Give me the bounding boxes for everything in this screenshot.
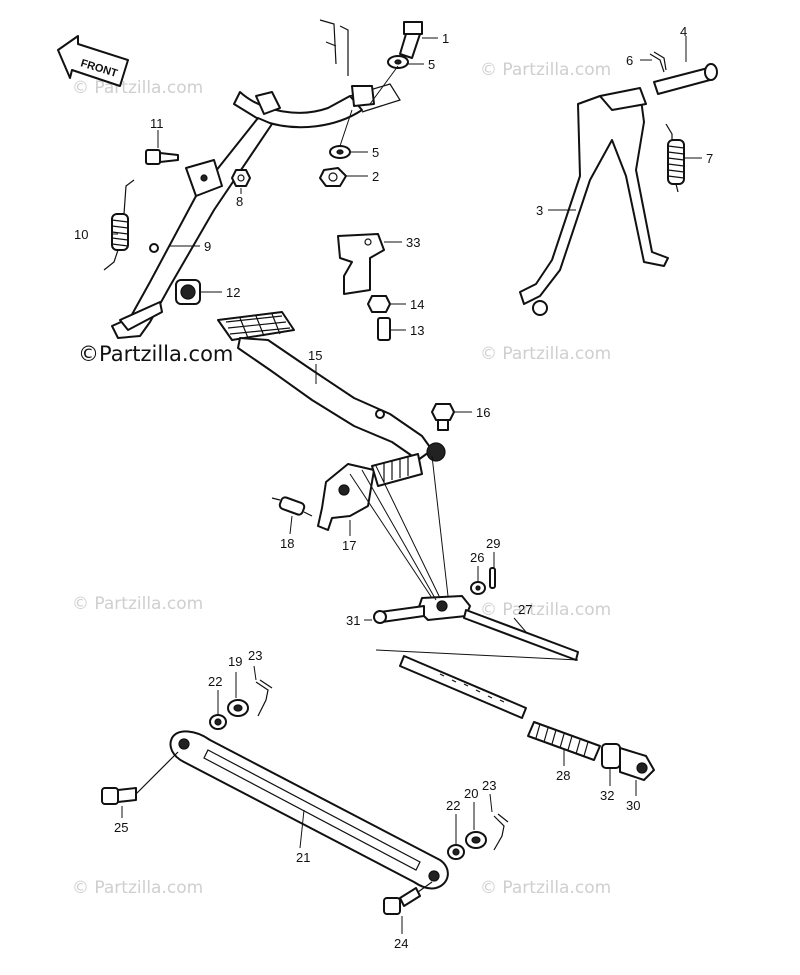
callout-12: 12 [226,285,240,300]
nut-2-icon [319,167,347,187]
watermark: © Partzilla.com [72,78,204,98]
callout-1: 1 [442,31,449,46]
callout-23-lower: 23 [482,778,496,793]
washer-26-icon [470,581,486,595]
pin-4-icon [653,63,718,95]
cotter-pin-6-icon [649,51,667,73]
callout-9: 9 [204,239,211,254]
collar-12-icon [175,279,201,305]
callout-24: 24 [394,936,408,951]
callout-19: 19 [228,654,242,669]
callout-3: 3 [536,203,543,218]
clip-23-upper-icon [255,679,273,717]
spring-7-icon [665,123,685,193]
callout-6: 6 [626,53,633,68]
bolt-13-icon [377,317,391,341]
washer-5-lower-icon [329,145,351,159]
callout-16: 16 [476,405,490,420]
watermark: © Partzilla.com [72,878,204,898]
callout-31: 31 [346,613,360,628]
bolt-25-icon [101,751,179,805]
center-stand [519,87,669,316]
callout-13: 13 [410,323,424,338]
collar-32-icon [601,743,621,769]
brake-pedal [217,311,446,462]
callout-27: 27 [518,602,532,617]
watermark: © Partzilla.com [480,878,612,898]
callout-8: 8 [236,194,243,209]
callout-33: 33 [406,235,420,250]
side-stand [111,117,273,339]
callout-17: 17 [342,538,356,553]
callout-15: 15 [308,348,322,363]
washer-22-upper-icon [209,714,227,730]
callout-23-upper: 23 [248,648,262,663]
callout-10: 10 [74,227,88,242]
nut-8-icon [231,169,251,187]
watermark-main: ©Partzilla.com [78,342,234,366]
callout-30: 30 [626,798,640,813]
watermark: © Partzilla.com [480,600,612,620]
leader-lines [112,36,702,934]
front-arrow-icon: FRONT [57,35,129,87]
washer-22-lower-icon [447,844,465,860]
callout-29: 29 [486,536,500,551]
callout-28: 28 [556,768,570,783]
spring-28-icon [527,721,601,761]
callout-11: 11 [150,116,164,131]
callout-32: 32 [600,788,614,803]
bracket-31-assembly [373,595,471,624]
callouts: 1 5 5 2 3 4 6 7 8 9 10 11 12 13 14 33 15… [74,24,713,951]
nut-30-icon [619,747,655,781]
washer-5-upper-icon [387,55,409,69]
callout-26: 26 [470,550,484,565]
bracket-33-icon [337,233,385,295]
nut-14-icon [367,295,391,313]
collar-20-icon [465,831,487,849]
callout-21: 21 [296,850,310,865]
brake-rod [399,655,527,719]
pin-29-icon [489,567,496,589]
collar-19-icon [227,699,249,717]
spring-18-icon [271,496,313,517]
spring-10-icon [103,179,135,271]
bolt-24-icon [383,881,433,915]
callout-18: 18 [280,536,294,551]
bolt-11-icon [145,149,179,165]
callout-25: 25 [114,820,128,835]
watermark: © Partzilla.com [480,60,612,80]
frame-section [233,19,401,129]
bolt-1-icon [399,21,423,59]
callout-22-upper: 22 [208,674,222,689]
callout-2: 2 [372,169,379,184]
brake-arm-17 [317,453,423,531]
clip-23-lower-icon [493,813,509,851]
callout-4: 4 [680,24,687,39]
callout-5-upper: 5 [428,57,435,72]
callout-22-lower: 22 [446,798,460,813]
callout-5-lower: 5 [372,145,379,160]
bolt-16-icon [431,403,455,431]
callout-14: 14 [410,297,424,312]
callout-7: 7 [706,151,713,166]
watermark: © Partzilla.com [72,594,204,614]
callout-20: 20 [464,786,478,801]
watermark: © Partzilla.com [480,344,612,364]
rod-lever-21 [169,730,449,890]
